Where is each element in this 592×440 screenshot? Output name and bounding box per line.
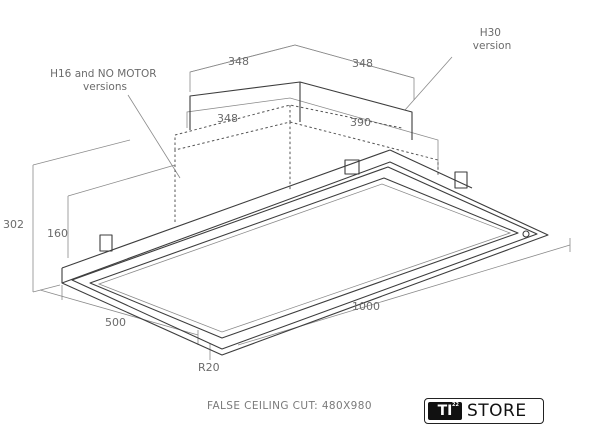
note-h16-line2: versions: [83, 81, 127, 93]
version-notes: H16 and NO MOTOR versions H30 version: [50, 27, 511, 93]
logo-superscript: 22: [452, 402, 459, 408]
motor-housing-outline: [174, 81, 439, 222]
note-h16-line1: H16 and NO MOTOR: [50, 68, 156, 80]
note-h30: H30 version: [473, 27, 511, 52]
dimension-labels: 348 348 348 390 302 160 500 1000 R20: [3, 55, 380, 374]
logo-mark-text: TI: [437, 403, 453, 419]
note-h16: H16 and NO MOTOR versions: [50, 68, 160, 93]
dim-length: 1000: [352, 300, 380, 313]
note-h30-line2: version: [473, 40, 511, 52]
dimension-lines: [32, 44, 571, 360]
dim-total-height: 302: [3, 218, 24, 231]
dim-short-height: 160: [47, 227, 68, 240]
tistore-logo: TI 22 STORE: [424, 398, 544, 424]
dim-top-right: 348: [352, 57, 373, 70]
dim-top-left: 348: [228, 55, 249, 68]
logo-mark: TI 22: [428, 402, 462, 420]
dim-inner-width: 348: [217, 112, 238, 125]
false-ceiling-cut-note: FALSE CEILING CUT: 480X980: [207, 400, 372, 412]
note-h30-line1: H30: [480, 27, 501, 39]
dim-depth: 500: [105, 316, 126, 329]
dim-inner-depth: 390: [350, 116, 371, 129]
logo-word: STORE: [467, 401, 527, 421]
hood-panel: [61, 149, 549, 356]
dim-radius: R20: [198, 361, 220, 374]
